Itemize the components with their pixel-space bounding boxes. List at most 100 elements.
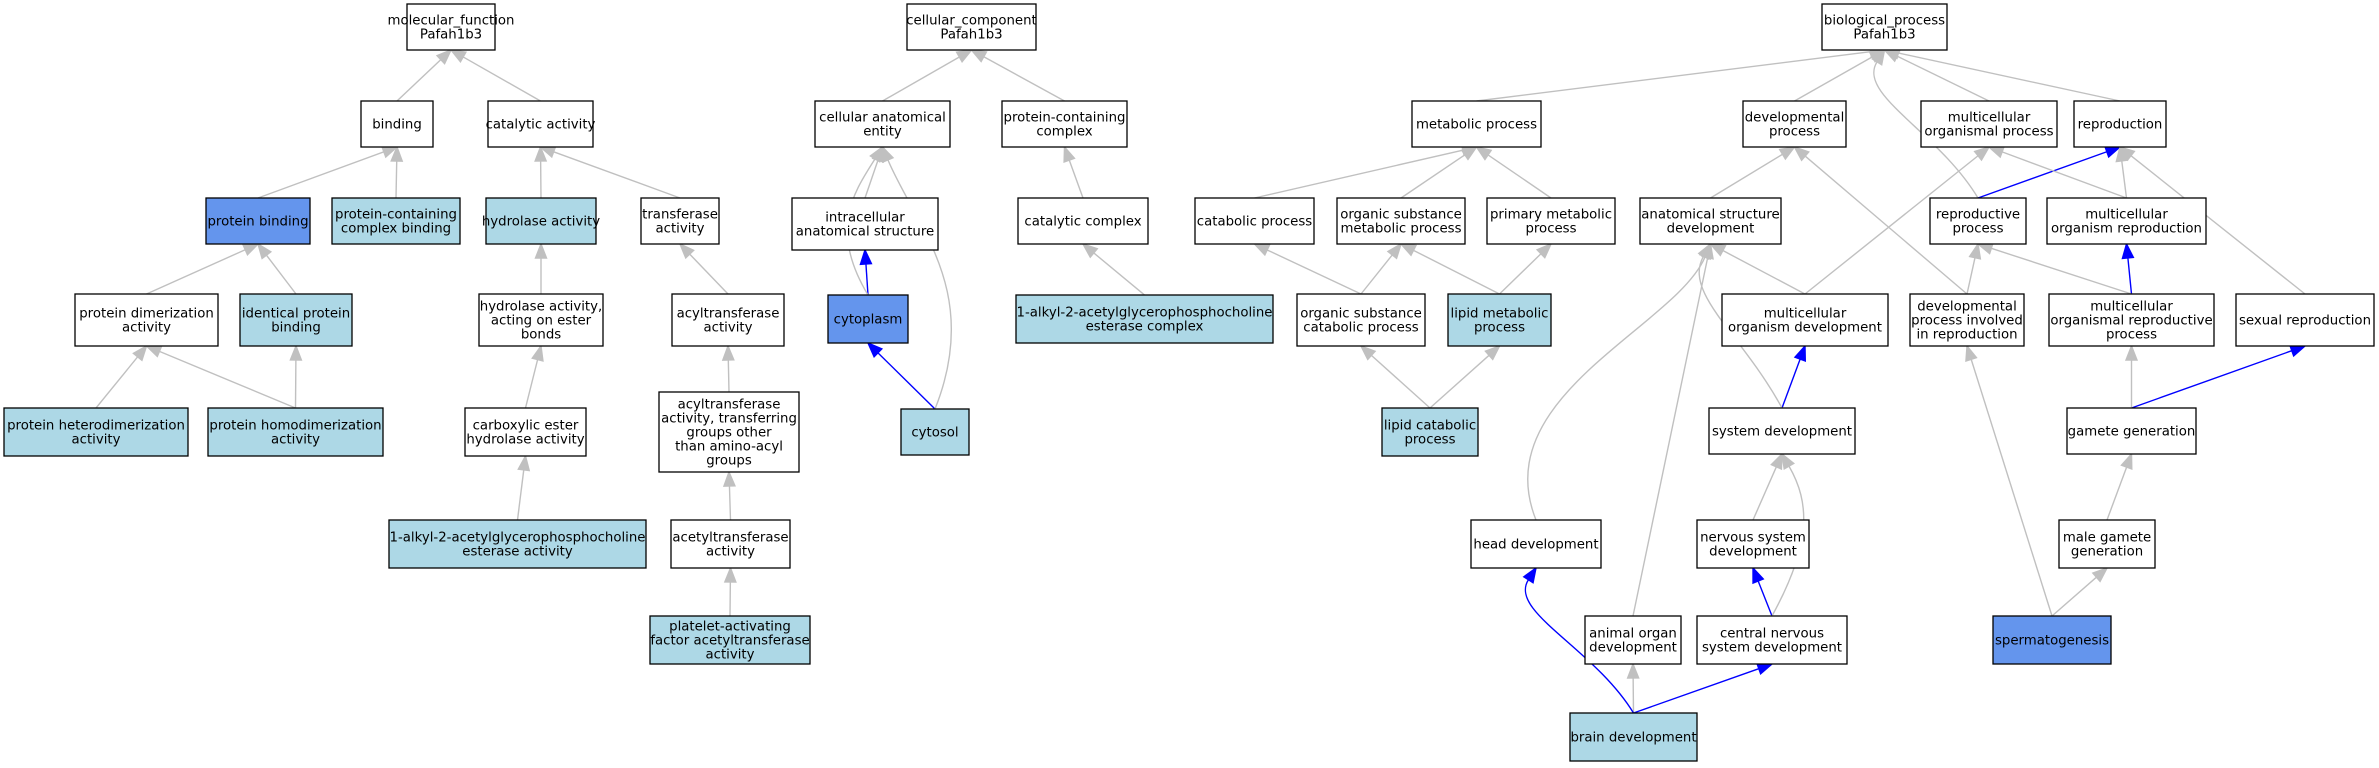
node-box [205, 197, 311, 245]
edge-acyltr-to-transf [678, 242, 729, 295]
edge-line [1632, 257, 1709, 617]
edge-arrowhead [132, 344, 148, 362]
edge-arrowhead [289, 344, 303, 361]
node-catact: catalytic activity [486, 100, 596, 148]
edge-malegamete-to-gamete [2106, 452, 2133, 521]
node-box [1411, 100, 1542, 148]
edge-gamete-to-multireproproc [2124, 344, 2139, 408]
edge-lipidcatab-to-orgcatab [1359, 344, 1431, 409]
node-box [900, 408, 970, 456]
edge-cytosol-to-cytoplasm [866, 341, 936, 410]
node-box [1584, 615, 1682, 665]
node-label: lipid catabolic [1384, 419, 1476, 434]
node-box [1015, 294, 1274, 344]
edge-lipidmet-to-primmet [1499, 242, 1553, 295]
edge-line [1068, 159, 1084, 199]
edges-layer [95, 45, 2307, 714]
edge-line [1804, 155, 1979, 295]
edge-sysdev-to-multidev [1781, 344, 1807, 409]
edge-multidev-to-anatdev [1708, 243, 1806, 295]
node-label: catalytic complex [1024, 215, 1141, 230]
edge-line [146, 249, 246, 295]
edge-line [882, 56, 960, 102]
node-label: esterase complex [1086, 320, 1204, 335]
node-label: development [1667, 222, 1755, 237]
node-box [3, 407, 189, 457]
edge-multireproproc-to-multirepro [2121, 242, 2135, 295]
edge-line [887, 159, 952, 410]
node-label: carboxylic ester [473, 419, 579, 434]
node-box [1920, 100, 2058, 148]
edge-line [1896, 55, 1990, 102]
node-box [485, 197, 597, 245]
edge-arrowhead [1386, 242, 1403, 260]
edge-orgcatab-to-orgsub [1360, 242, 1403, 295]
node-box [388, 519, 647, 569]
node-box [487, 100, 594, 148]
node-label: head development [1473, 538, 1598, 553]
node-label: activity [71, 433, 120, 448]
edge-arrowhead [1063, 145, 1076, 164]
edge-arrowhead [531, 344, 544, 362]
edge-dimer-to-protbind [146, 243, 260, 295]
edge-arrowhead [869, 145, 884, 163]
node-label: multicellular [1948, 111, 2031, 126]
edge-heterodimer-to-dimer [95, 344, 148, 409]
node-label: intracellular [825, 211, 905, 226]
node-label: activity [705, 648, 754, 663]
node-label: protein heterodimerization [7, 419, 185, 434]
node-label: primary metabolic [1490, 208, 1612, 223]
edge-line [1527, 256, 1706, 521]
node-repro: reproduction [2073, 100, 2167, 148]
node-label: cytosol [911, 426, 958, 441]
node-label: hydrolase activity, [480, 300, 602, 315]
node-label: organism reproduction [2051, 222, 2202, 237]
node-label: spermatogenesis [1995, 634, 2109, 649]
node-label: 1-alkyl-2-acetylglycerophosphocholine [1017, 306, 1273, 321]
edge-arrowhead [449, 49, 468, 63]
node-label: gamete generation [2068, 425, 2196, 440]
edge-line [1633, 668, 1760, 714]
node-box [1296, 293, 1426, 347]
edge-arrowhead [256, 242, 273, 260]
node-label: molecular_function [388, 14, 515, 29]
node-label: complex [1036, 125, 1092, 140]
edge-alkylact-to-carbox [516, 454, 531, 521]
node-label: hydrolase activity [482, 215, 600, 230]
edge-line [1413, 249, 1500, 295]
node-box [649, 615, 811, 665]
node-gamete: gamete generation [2066, 407, 2197, 455]
edge-sexrepro-to-repro [2118, 145, 2306, 295]
edge-orgsub-to-metab [1400, 145, 1479, 199]
node-label: organic substance [1300, 307, 1422, 322]
node-label: hydrolase activity [466, 433, 584, 448]
edge-binding-to-mf [396, 48, 453, 102]
edge-braindev-to-cnsdev [1633, 662, 1774, 714]
node-label: acyltransferase [677, 307, 780, 322]
node-box [658, 391, 800, 473]
node-label: brain development [1570, 731, 1696, 746]
node-label: lipid metabolic [1451, 307, 1549, 322]
node-label: protein dimerization [79, 307, 214, 322]
node-box [1569, 712, 1698, 762]
node-box [791, 197, 939, 251]
edge-arrowhead [1752, 566, 1765, 585]
node-label: Pafah1b3 [420, 28, 482, 43]
edge-arrowhead [723, 566, 737, 583]
node-metab: metabolic process [1411, 100, 1542, 148]
node-box [2048, 293, 2215, 347]
edge-arrowhead [722, 470, 736, 487]
node-label: biological_process [1824, 14, 1945, 29]
node-cytoplasm: cytoplasm [827, 294, 909, 344]
node-label: reproductive [1936, 208, 2020, 223]
edge-devrepro-to-devproc [1793, 145, 1968, 295]
